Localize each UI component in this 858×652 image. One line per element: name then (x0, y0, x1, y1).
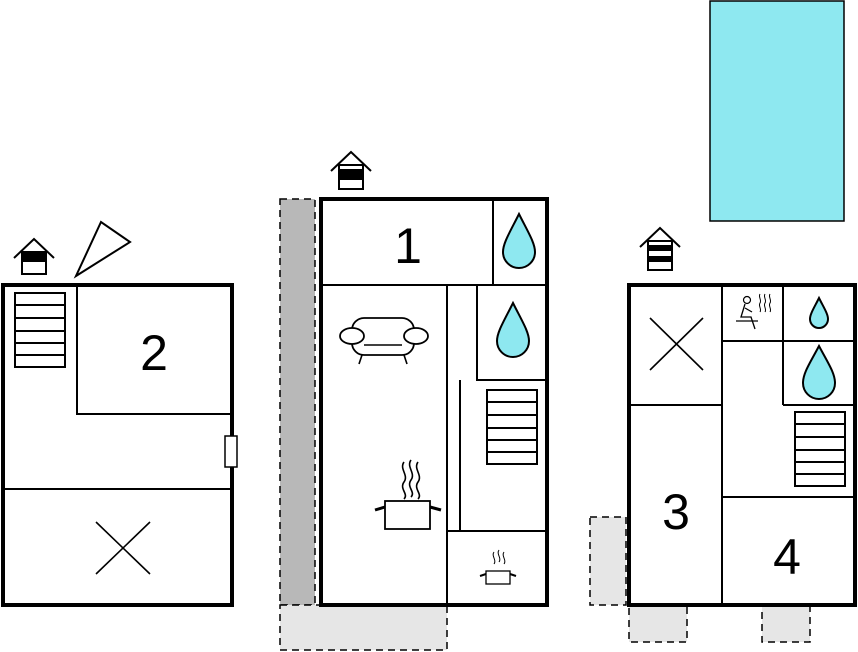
terrace-below-room-3 (628, 604, 688, 643)
entrance-icon (13, 237, 55, 275)
water-drop-icon (501, 211, 537, 269)
terrace-left-of-building-3 (589, 516, 627, 606)
room-label-4: 4 (773, 529, 801, 585)
stairs-icon (14, 292, 66, 368)
building-left: 2 (1, 283, 238, 607)
terrace-below-room-4 (761, 604, 811, 643)
stairs-icon (794, 411, 846, 487)
room-label-2: 2 (140, 325, 168, 381)
water-drop-icon (801, 343, 837, 400)
bed-cross-icon (95, 521, 151, 575)
building-middle-outline (319, 197, 549, 607)
compass-icon (73, 220, 132, 279)
sofa-icon (339, 317, 429, 365)
stairs-icon (486, 389, 538, 465)
bathroom-wall (476, 285, 547, 381)
bed-cross-icon (649, 317, 704, 371)
room-label-3: 3 (662, 484, 690, 540)
cooking-pot-icon (479, 549, 517, 585)
sauna-icon (736, 293, 772, 330)
cooking-pot-icon (374, 459, 442, 530)
entrance-icon (639, 226, 681, 271)
water-drop-icon (808, 295, 830, 329)
door-icon (224, 435, 238, 468)
terrace-below-building-1 (279, 604, 448, 651)
building-middle: 1 (319, 197, 549, 607)
pool-icon (709, 0, 845, 222)
terrace-left-of-building-1 (279, 198, 316, 606)
building-right: 3 4 (627, 283, 857, 607)
water-drop-icon (495, 300, 531, 358)
entrance-icon (330, 150, 372, 190)
room-2-wall (76, 285, 232, 415)
room-label-1: 1 (394, 218, 422, 274)
building-right-outline (627, 283, 857, 607)
